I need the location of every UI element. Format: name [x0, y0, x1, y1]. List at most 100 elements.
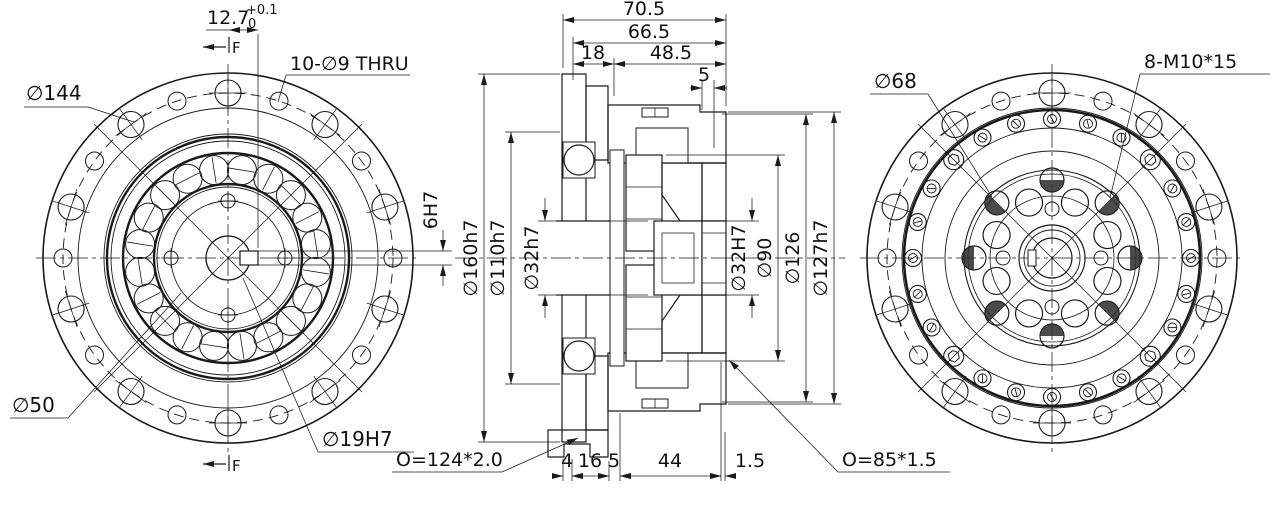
bearing-inner-race	[152, 182, 304, 334]
screw-slot	[1169, 184, 1175, 193]
pilot-hole	[991, 405, 1011, 425]
hex-socket	[947, 350, 960, 363]
dim-66-5: 66.5	[572, 21, 726, 80]
dim-text: 1.5	[735, 450, 765, 472]
bearing-outer-race	[105, 135, 351, 381]
dim-160h7: ∅160h7	[460, 73, 560, 443]
roller-axis-line	[229, 167, 255, 173]
hole-tick	[64, 290, 78, 328]
retainer-screw	[1006, 114, 1026, 133]
screw-slot-circle	[1083, 118, 1093, 129]
retainer-screw	[1181, 248, 1201, 268]
pilot-hole	[85, 345, 105, 365]
screw-slot	[929, 323, 935, 332]
thread-section-fill	[984, 301, 1006, 322]
hole-tick	[309, 380, 341, 403]
view-arrow-F-top: F	[203, 37, 241, 57]
bearing-pocket-bottom	[562, 337, 596, 375]
screw-slot-circle	[1011, 118, 1021, 129]
pin-hole	[1093, 250, 1109, 266]
thru-hole	[881, 295, 909, 323]
screw-slot	[1012, 120, 1020, 127]
thru-hole	[881, 193, 909, 221]
leader-phi50: ∅50	[10, 292, 182, 419]
roller-axis-line	[201, 343, 227, 349]
hex-socket-screw	[1139, 345, 1161, 367]
roller-axis-line	[211, 157, 217, 183]
retainer-screw	[1042, 109, 1062, 129]
label-text: ∅19H7	[322, 427, 393, 451]
leader-phi19h7: ∅19H7	[242, 277, 414, 453]
bearing-roller	[226, 155, 257, 186]
screw-slot	[1086, 119, 1090, 128]
screw-slot-circle	[1181, 289, 1192, 299]
hole-tick	[64, 188, 78, 226]
flange-foot	[547, 429, 609, 458]
bearing-roller	[172, 163, 203, 194]
screw-slot-circle	[926, 183, 937, 194]
pilot-hole	[351, 151, 371, 171]
pilot-hole	[877, 248, 897, 268]
retainer-screw	[903, 248, 923, 268]
thread-section-fill	[962, 246, 974, 270]
bearing-ball-bottom	[563, 340, 595, 372]
thru-hole	[117, 377, 145, 406]
thru-hole	[57, 295, 85, 323]
leader-m10: 8-M10*15	[1109, 51, 1270, 199]
leader-oring-left: O=124*2.0	[392, 437, 579, 473]
label-text: ∅68	[874, 69, 917, 93]
internal-wedge-bottom	[661, 294, 703, 354]
thru-hole	[117, 110, 145, 139]
housing-right-wall-bottom	[701, 294, 727, 354]
roller-axis-line	[137, 259, 143, 285]
dim-text: 6H7	[420, 191, 442, 229]
bearing-pocket-top	[562, 141, 596, 179]
bearing-roller	[199, 330, 230, 361]
bearing-roller	[275, 305, 306, 336]
pin-hole	[1044, 299, 1060, 315]
roller-axis-line	[155, 185, 175, 205]
screw-slot-circle	[1116, 373, 1127, 384]
bearing-ring-circle	[110, 140, 346, 376]
pin-hole	[995, 250, 1011, 266]
pilot-hole	[167, 405, 187, 425]
dim-text: ∅32H7	[728, 224, 750, 291]
dim-127h7: ∅127h7	[728, 111, 841, 405]
screw-slot	[1049, 393, 1055, 401]
dim-70-5: 70.5	[562, 0, 727, 106]
pilot-hole	[85, 151, 105, 171]
roller-axis-line	[136, 292, 161, 305]
pilot-hole	[167, 91, 187, 111]
cross-section-view	[455, 73, 845, 458]
screw-slot-circle	[1186, 253, 1196, 263]
bearing-roller	[253, 322, 284, 353]
bearing-roller	[275, 180, 306, 211]
inner-ring-circle	[944, 150, 1160, 366]
screw-slot-circle	[1047, 114, 1057, 124]
screw-slot-circle	[1011, 387, 1021, 398]
dim-keyway-6h7: 6H7	[257, 191, 452, 286]
view-letter: F	[232, 457, 241, 475]
retainer-screw	[908, 284, 927, 304]
pilot-hole	[909, 151, 929, 171]
dim-text: 48.5	[650, 42, 692, 64]
dimensions: 70.5 66.5 18 48.5 5 ∅160h7	[10, 0, 1270, 481]
hex-socket	[1144, 153, 1157, 166]
hex-socket-screw	[1139, 149, 1161, 171]
pilot-hole	[1093, 91, 1113, 111]
rear-keyway-notch	[1027, 249, 1037, 267]
thru-hole	[371, 295, 399, 323]
view-letter: F	[232, 39, 241, 57]
keyway-notch	[239, 250, 259, 266]
front-flange-view	[36, 34, 420, 452]
pilot-hole	[269, 405, 289, 425]
thread-section-fill	[1040, 180, 1064, 192]
flange-outer-circle	[42, 72, 414, 444]
hole-tick	[115, 113, 147, 136]
dim-text: 44	[658, 450, 682, 472]
screw-slot-circle	[977, 373, 988, 384]
housing-right-wall-top	[701, 162, 727, 222]
retainer-screw	[922, 179, 941, 198]
pilot-hole	[1175, 345, 1195, 365]
roller-axis-line	[155, 311, 175, 331]
